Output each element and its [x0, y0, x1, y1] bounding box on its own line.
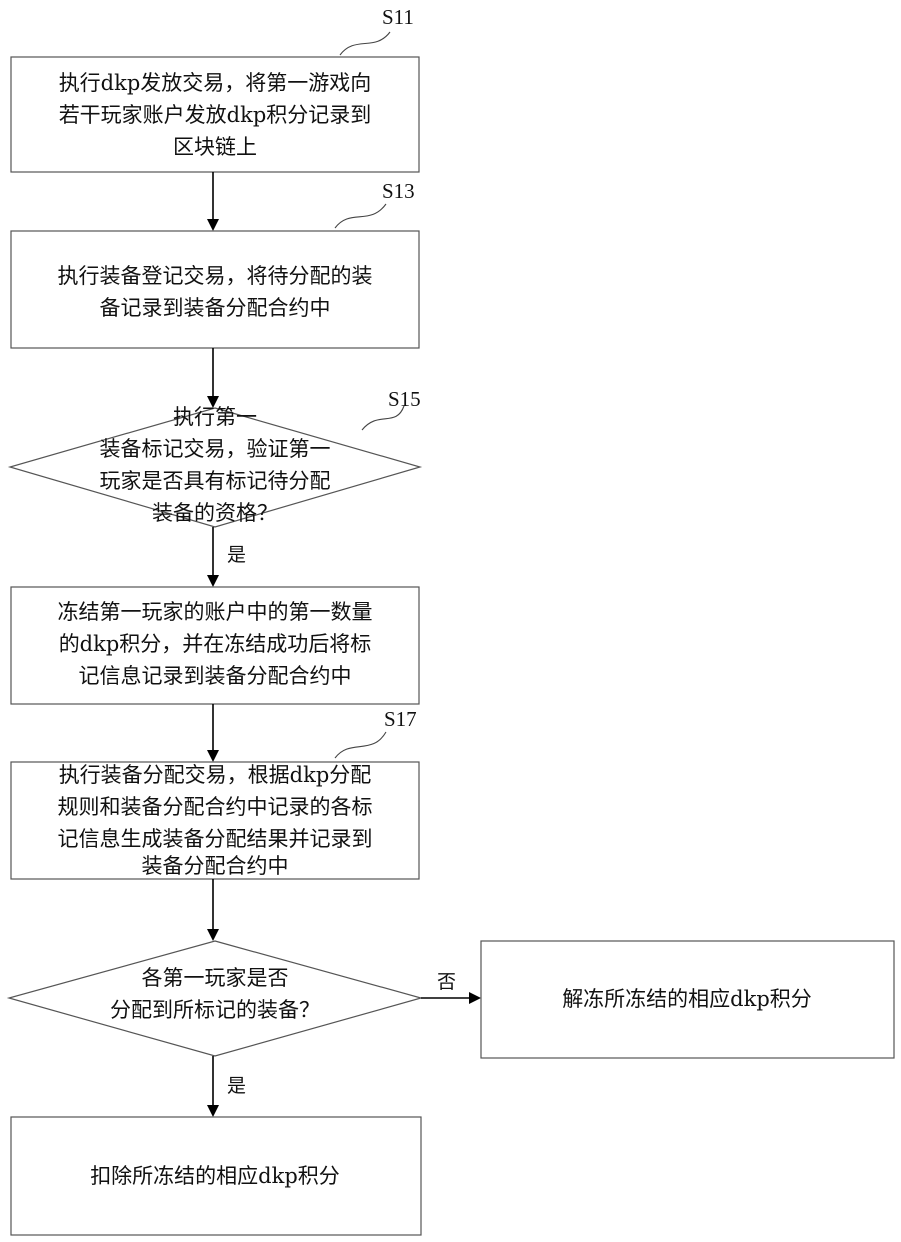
step-s11-line-3: 区块链上: [173, 135, 257, 159]
step-s17: S17 执行装备分配交易，根据dkp分配 规则和装备分配合约中记录的各标 记信息…: [11, 707, 419, 879]
decision-s15-line-4: 装备的资格？: [152, 501, 278, 525]
step-deduct-line-1: 扣除所冻结的相应dkp积分: [90, 1164, 340, 1188]
step-s11-label: S11: [382, 5, 414, 29]
step-s17-callout: [335, 732, 386, 758]
decision-2-line-2: 分配到所标记的装备？: [110, 998, 320, 1022]
step-s17-line-1: 执行装备分配交易，根据dkp分配: [59, 763, 372, 787]
step-s17-line-3: 记信息生成装备分配结果并记录到: [58, 827, 373, 851]
step-s11-line-2: 若干玩家账户发放dkp积分记录到: [59, 103, 372, 127]
step-deduct: 扣除所冻结的相应dkp积分: [11, 1117, 421, 1235]
decision-s15-label: S15: [388, 387, 421, 411]
step-freeze-line-1: 冻结第一玩家的账户中的第一数量: [58, 600, 373, 624]
edge-label-yes-1: 是: [227, 544, 246, 566]
step-s13-line-2: 备记录到装备分配合约中: [100, 296, 331, 320]
step-s17-line-4: 装备分配合约中: [142, 854, 289, 878]
step-s11: S11 执行dkp发放交易，将第一游戏向 若干玩家账户发放dkp积分记录到 区块…: [11, 5, 419, 172]
edge-label-no: 否: [437, 971, 456, 993]
decision-s15-line-1: 执行第一: [173, 405, 257, 429]
step-s13-line-1: 执行装备登记交易，将待分配的装: [58, 264, 373, 288]
step-s13: S13 执行装备登记交易，将待分配的装 备记录到装备分配合约中: [11, 179, 419, 348]
step-s13-label: S13: [382, 179, 415, 203]
step-s17-label: S17: [384, 707, 417, 731]
decision-2: 各第一玩家是否 分配到所标记的装备？: [9, 941, 421, 1056]
decision-s15-line-2: 装备标记交易，验证第一: [100, 437, 331, 461]
decision-s15-line-3: 玩家是否具有标记待分配: [100, 469, 331, 493]
step-s13-callout: [335, 204, 386, 228]
step-s17-line-2: 规则和装备分配合约中记录的各标: [58, 795, 373, 819]
decision-s15: S15 执行第一 装备标记交易，验证第一 玩家是否具有标记待分配 装备的资格？: [10, 387, 421, 527]
decision-2-line-1: 各第一玩家是否: [142, 966, 289, 990]
edge-label-yes-2: 是: [227, 1075, 246, 1097]
step-unfreeze: 解冻所冻结的相应dkp积分: [481, 941, 894, 1058]
step-s11-line-1: 执行dkp发放交易，将第一游戏向: [59, 71, 372, 95]
step-freeze: 冻结第一玩家的账户中的第一数量 的dkp积分，并在冻结成功后将标 记信息记录到装…: [11, 587, 419, 704]
step-freeze-line-3: 记信息记录到装备分配合约中: [79, 664, 352, 688]
step-freeze-line-2: 的dkp积分，并在冻结成功后将标: [59, 632, 372, 656]
step-s13-box: [11, 231, 419, 348]
step-unfreeze-line-1: 解冻所冻结的相应dkp积分: [562, 987, 812, 1011]
step-s11-callout: [340, 32, 390, 55]
